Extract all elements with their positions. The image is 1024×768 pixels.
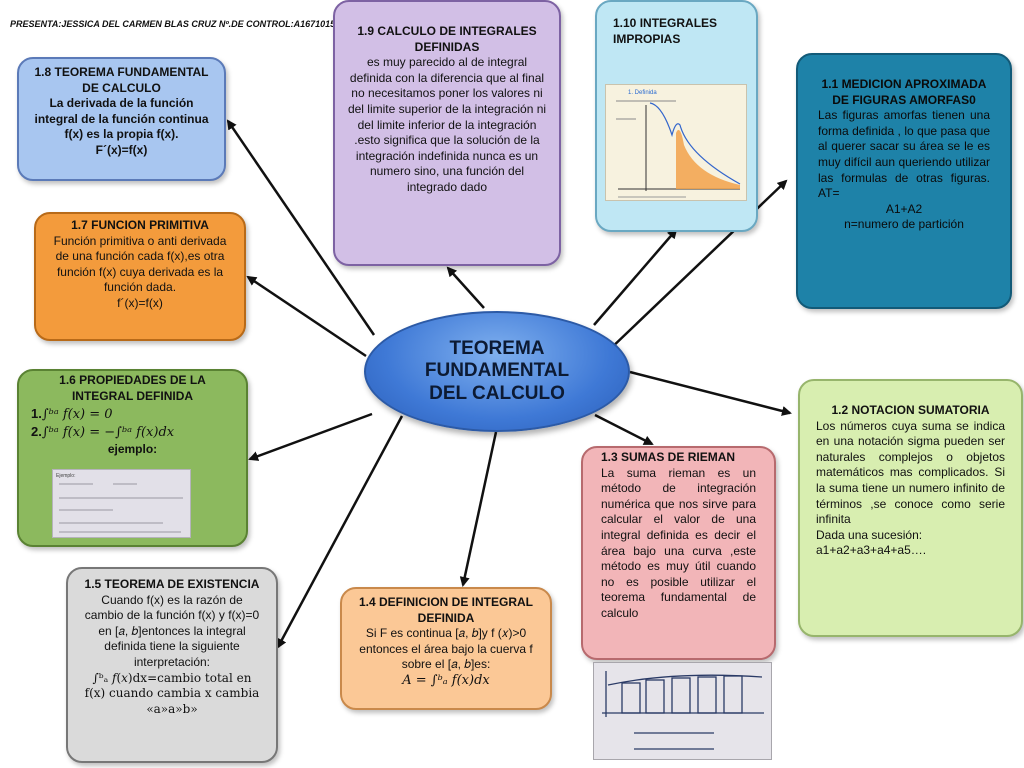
node-1-9-calculo-integrales[interactable]: 1.9 CALCULO DE INTEGRALES DEFINIDAS es m…	[333, 0, 561, 266]
node-line-2: Dada una sucesión:	[816, 527, 923, 542]
node-1-7-funcion-primitiva[interactable]: 1.7 FUNCION PRIMITIVA Función primitiva …	[34, 212, 246, 341]
node-body: Las figuras amorfas tienen una forma def…	[818, 108, 990, 201]
improper-integral-graph-image: 1. Definida	[605, 84, 747, 201]
property-2: 2.∫ᵇᵃ 𝑓(𝑥) = −∫ᵇᵃ 𝑓(𝑥)𝑑𝑥	[31, 424, 234, 442]
property-2-formula: ∫ᵇᵃ 𝑓(𝑥) = −∫ᵇᵃ 𝑓(𝑥)𝑑𝑥	[41, 425, 175, 441]
properties-example-image: Ejemplo:	[52, 469, 191, 538]
node-title: 1.5 TEOREMA DE EXISTENCIA	[84, 577, 260, 591]
handwritten-example-icon: Ejemplo:	[56, 473, 183, 533]
node-1-8-teorema-fundamental[interactable]: 1.8 TEOREMA FUNDAMENTAL DE CALCULO La de…	[17, 57, 226, 181]
arrow-to-1-7	[246, 275, 367, 358]
node-title: 1.7 FUNCION PRIMITIVA	[71, 218, 209, 232]
property-1: 1.∫ᵇᵃ 𝑓(𝑥) = 0	[31, 406, 234, 424]
riemann-rectangles-icon	[602, 671, 764, 750]
node-formula: f´(x)=f(x)	[117, 295, 163, 310]
arrow-to-1-6	[248, 412, 373, 461]
node-title: 1.6 PROPIEDADES DE LA INTEGRAL DEFINIDA	[59, 373, 206, 403]
arrow-to-1-5	[276, 415, 404, 649]
node-title: 1.8 TEOREMA FUNDAMENTAL DE CALCULO	[34, 65, 209, 95]
node-body: Función primitiva o anti derivada de una…	[53, 233, 227, 295]
node-1-4-definicion-integral[interactable]: 1.4 DEFINICION DE INTEGRAL DEFINIDA Si F…	[340, 587, 552, 710]
node-1-3-sumas-rieman[interactable]: 1.3 SUMAS DE RIEMAN La suma rieman es un…	[581, 446, 776, 660]
node-1-1-medicion-aproximada[interactable]: 1.1 MEDICION APROXIMADA DE FIGURAS AMORF…	[796, 53, 1012, 309]
arrow-to-1-9	[446, 266, 485, 309]
node-formula: ∫ᵇₐ 𝑓(𝑥)dx=cambio total en f(x) cuando c…	[84, 670, 260, 716]
arrow-to-1-3	[594, 413, 654, 446]
node-formula: F´(x)=f(x)	[95, 142, 148, 157]
improper-integral-graph-icon: 1. Definida	[616, 90, 741, 198]
node-body: La derivada de la función integral de la…	[34, 96, 209, 142]
arrow-to-1-4	[459, 431, 498, 587]
node-line-3: a1+a2+a3+a4+a5….	[816, 543, 927, 558]
thumb-label: 1. Definida	[628, 90, 657, 96]
node-formula: 𝐴 = ∫ᵇₐ 𝑓(𝑥)dx	[402, 672, 490, 688]
thumb-label: Ejemplo:	[56, 473, 75, 479]
property-1-formula: ∫ᵇᵃ 𝑓(𝑥) = 0	[41, 407, 113, 423]
node-title: 1.1 MEDICION APROXIMADA DE FIGURAS AMORF…	[821, 77, 987, 107]
node-1-2-notacion-sumatoria[interactable]: 1.2 NOTACION SUMATORIA Los números cuya …	[798, 379, 1023, 637]
node-body: Cuando f(x) es la razón de cambio de la …	[84, 592, 260, 669]
node-title: 1.10 INTEGRALES IMPROPIAS	[613, 16, 718, 46]
example-label: ejemplo:	[107, 441, 158, 456]
node-1-5-teorema-existencia[interactable]: 1.5 TEOREMA DE EXISTENCIA Cuando f(x) es…	[66, 567, 278, 763]
presenter-header: PRESENTA:JESSICA DEL CARMEN BLAS CRUZ Nº…	[10, 19, 341, 29]
property-2-number: 2.	[31, 424, 42, 440]
arrow-to-1-10	[593, 228, 678, 326]
node-title: 1.2 NOTACION SUMATORIA	[831, 403, 990, 417]
arrow-to-1-2	[629, 370, 792, 416]
node-line-3: n=numero de partición	[844, 217, 964, 232]
node-title: 1.9 CALCULO DE INTEGRALES DEFINIDAS	[357, 24, 537, 54]
arrow-to-1-8	[226, 119, 376, 336]
node-body: Los números cuya suma se indica en una n…	[816, 418, 1005, 527]
node-title: 1.3 SUMAS DE RIEMAN	[601, 450, 736, 464]
property-1-number: 1.	[31, 406, 42, 422]
node-body: La suma rieman es un método de integraci…	[601, 465, 756, 620]
node-title: 1.4 DEFINICION DE INTEGRAL DEFINIDA	[358, 595, 534, 625]
node-body: es muy parecido al de integral definida …	[347, 55, 547, 194]
riemann-sum-sketch-image	[593, 662, 772, 760]
node-body: Si F es continua [𝑎, 𝑏]y f (𝑥)>0 entonce…	[359, 626, 533, 672]
central-topic[interactable]: TEOREMA FUNDAMENTAL DEL CALCULO	[364, 311, 630, 432]
central-topic-title: TEOREMA FUNDAMENTAL DEL CALCULO	[424, 337, 570, 404]
node-line-2: A1+A2	[885, 201, 923, 216]
